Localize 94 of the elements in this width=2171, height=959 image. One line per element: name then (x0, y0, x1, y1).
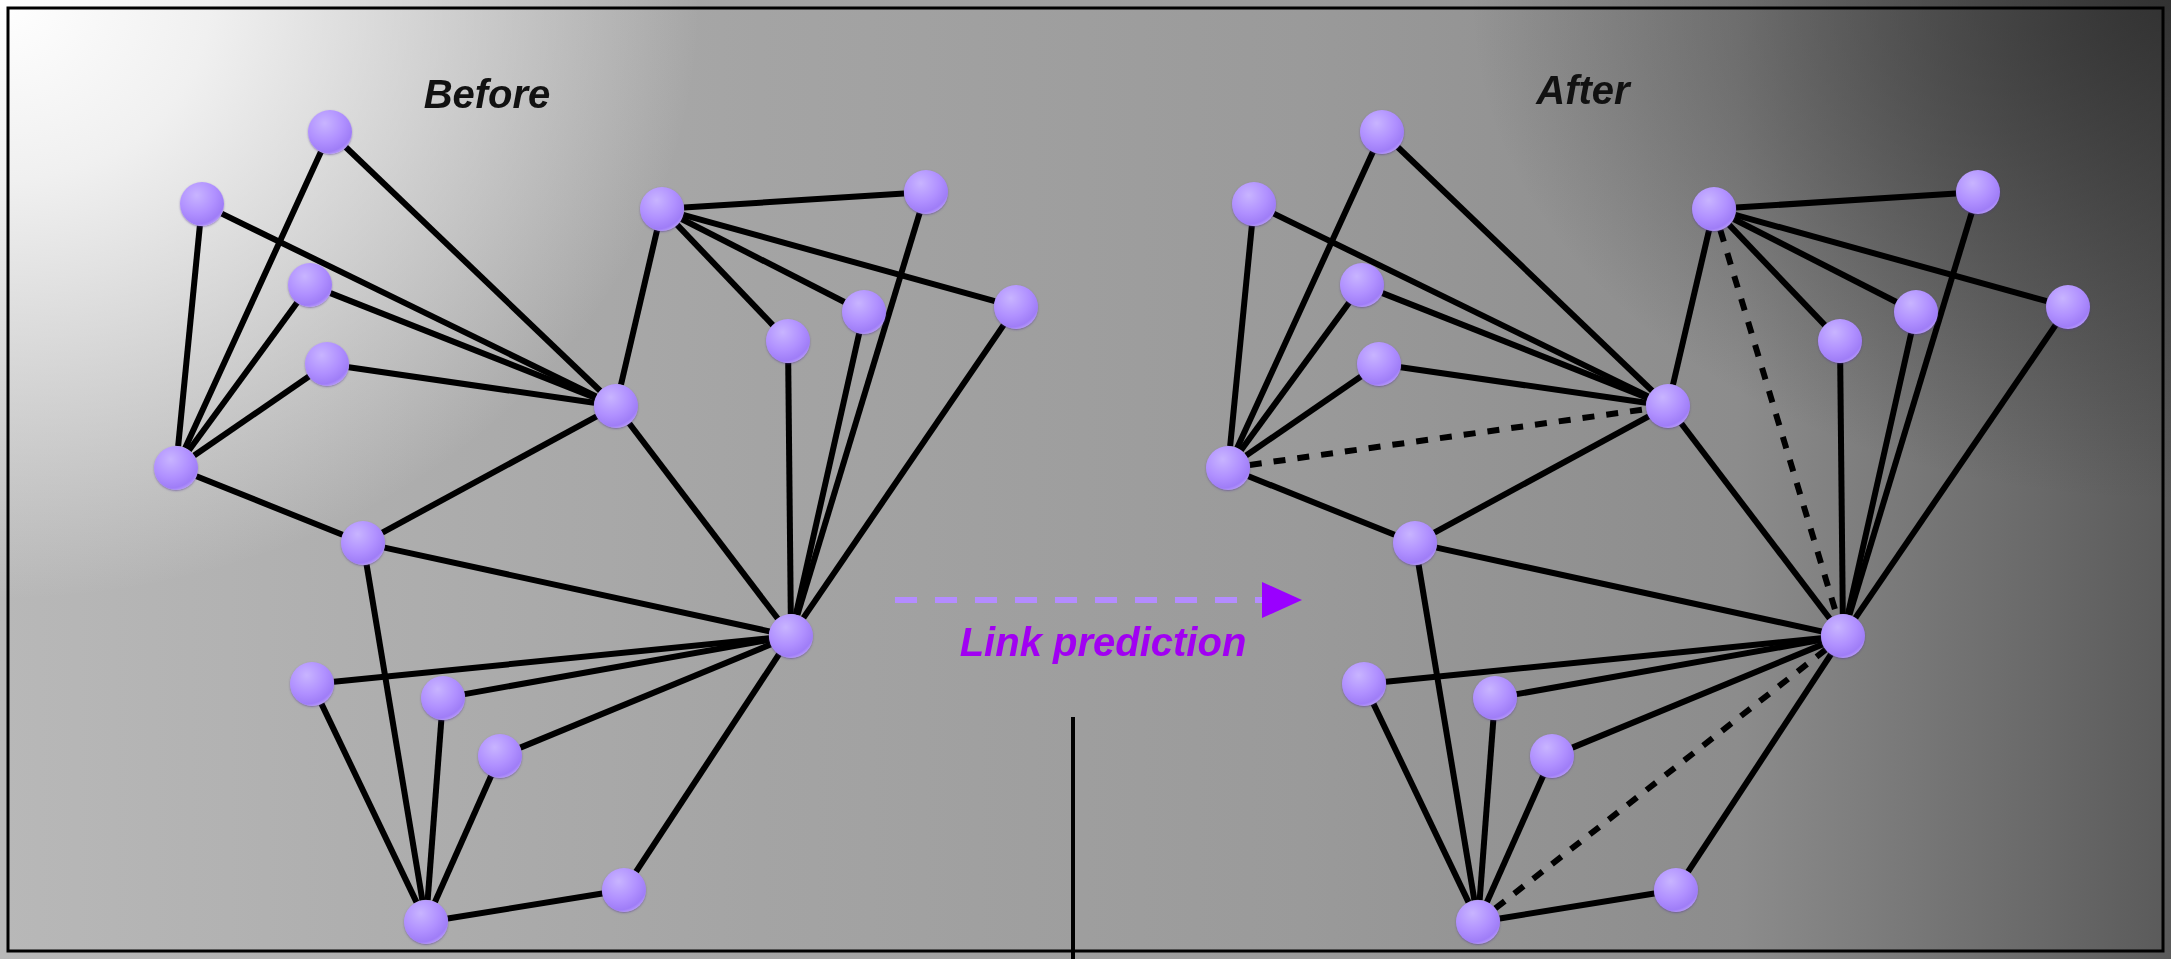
graph-node (1818, 319, 1862, 363)
graph-edge (618, 229, 660, 386)
graph-node (290, 662, 334, 706)
graph-edge (432, 774, 494, 904)
graph-edge (785, 362, 794, 615)
graph-node (1894, 290, 1938, 334)
graph-edge (380, 413, 599, 536)
graph-node (1530, 734, 1574, 778)
arrow-label: Link prediction (959, 620, 1247, 665)
graph-edge (383, 544, 771, 635)
graph-edge (1484, 774, 1546, 904)
graph-edge (175, 225, 203, 447)
graph-edge (195, 473, 344, 538)
graph-node (421, 676, 465, 720)
graph-node (904, 170, 948, 214)
graph-edge (1685, 652, 1834, 874)
graph-edge (1370, 702, 1472, 904)
graph-edge (1499, 890, 1655, 922)
graph-node (1956, 170, 2000, 214)
graph-node (180, 182, 224, 226)
graph-node (1232, 182, 1276, 226)
graph-edge (680, 216, 846, 305)
graph-edge (1571, 641, 1824, 751)
graph-edge (626, 421, 781, 621)
graph-edge (1670, 229, 1712, 386)
graph-node (1360, 110, 1404, 154)
graph-edge (1244, 374, 1363, 458)
graph-edge (682, 211, 996, 305)
graph-node (640, 187, 684, 231)
graph-node (1456, 900, 1500, 944)
graph-edge (333, 635, 770, 685)
graph-edge (1247, 473, 1396, 538)
graph-edge (348, 364, 595, 406)
graph-node (1821, 614, 1865, 658)
graph-node (305, 342, 349, 386)
graph-edge (1435, 544, 1823, 635)
graph-heading: After (1536, 68, 1630, 113)
graph-edge (329, 290, 597, 401)
graph-edge (447, 890, 603, 922)
graph-edge (1678, 421, 1833, 621)
graph-edge (1732, 216, 1898, 305)
graph-edge (343, 145, 603, 393)
graph-edge (1727, 222, 1827, 328)
graph-edge (1415, 564, 1478, 901)
graph-node (288, 263, 332, 307)
graph-node (341, 521, 385, 565)
graph-node (1654, 868, 1698, 912)
graph-node (1206, 446, 1250, 490)
graph-node (154, 446, 198, 490)
graph-edge (1476, 719, 1497, 901)
graph-edge (1395, 145, 1655, 393)
graph-edge (1734, 211, 2048, 305)
graph-edge (1234, 150, 1376, 450)
graph-edge (1385, 635, 1822, 685)
graph-edge (1844, 332, 1915, 616)
graph-edge (192, 374, 311, 458)
graph-node (594, 384, 638, 428)
predicted-link (1493, 647, 1828, 911)
graph-edge (1852, 323, 2059, 620)
graph-edge (182, 150, 324, 450)
graph-edge (675, 222, 775, 328)
graph-edge (1381, 290, 1649, 401)
graph-node (404, 900, 448, 944)
graph-edge (424, 719, 445, 901)
graph-node (1393, 521, 1437, 565)
graph-node (1340, 263, 1384, 307)
graph-heading: Before (423, 72, 551, 117)
graph-node (1357, 342, 1401, 386)
graph-edge (683, 190, 905, 211)
graph-node (602, 868, 646, 912)
graph-node (1646, 384, 1690, 428)
graph-edge (792, 332, 863, 616)
graph-edge (519, 641, 772, 751)
graph-node (1473, 676, 1517, 720)
graph-node (478, 734, 522, 778)
graph-edge (318, 702, 420, 904)
graph-node (842, 290, 886, 334)
graph-node (308, 110, 352, 154)
graph-edge (1735, 190, 1957, 211)
graph-edge (186, 300, 300, 453)
graph-node (766, 319, 810, 363)
graph-edge (1238, 300, 1352, 453)
graph-edge (363, 564, 426, 901)
graph-node (1342, 662, 1386, 706)
graph-edge (1837, 362, 1846, 615)
graph-node (769, 614, 813, 658)
graph-node (2046, 285, 2090, 329)
graph-edge (1400, 364, 1647, 406)
graph-node (1692, 187, 1736, 231)
graph-edge (1432, 413, 1651, 536)
graph-edge (1227, 225, 1255, 447)
graph-edge (800, 323, 1007, 620)
graph-node (994, 285, 1038, 329)
graph-edge (633, 652, 782, 874)
